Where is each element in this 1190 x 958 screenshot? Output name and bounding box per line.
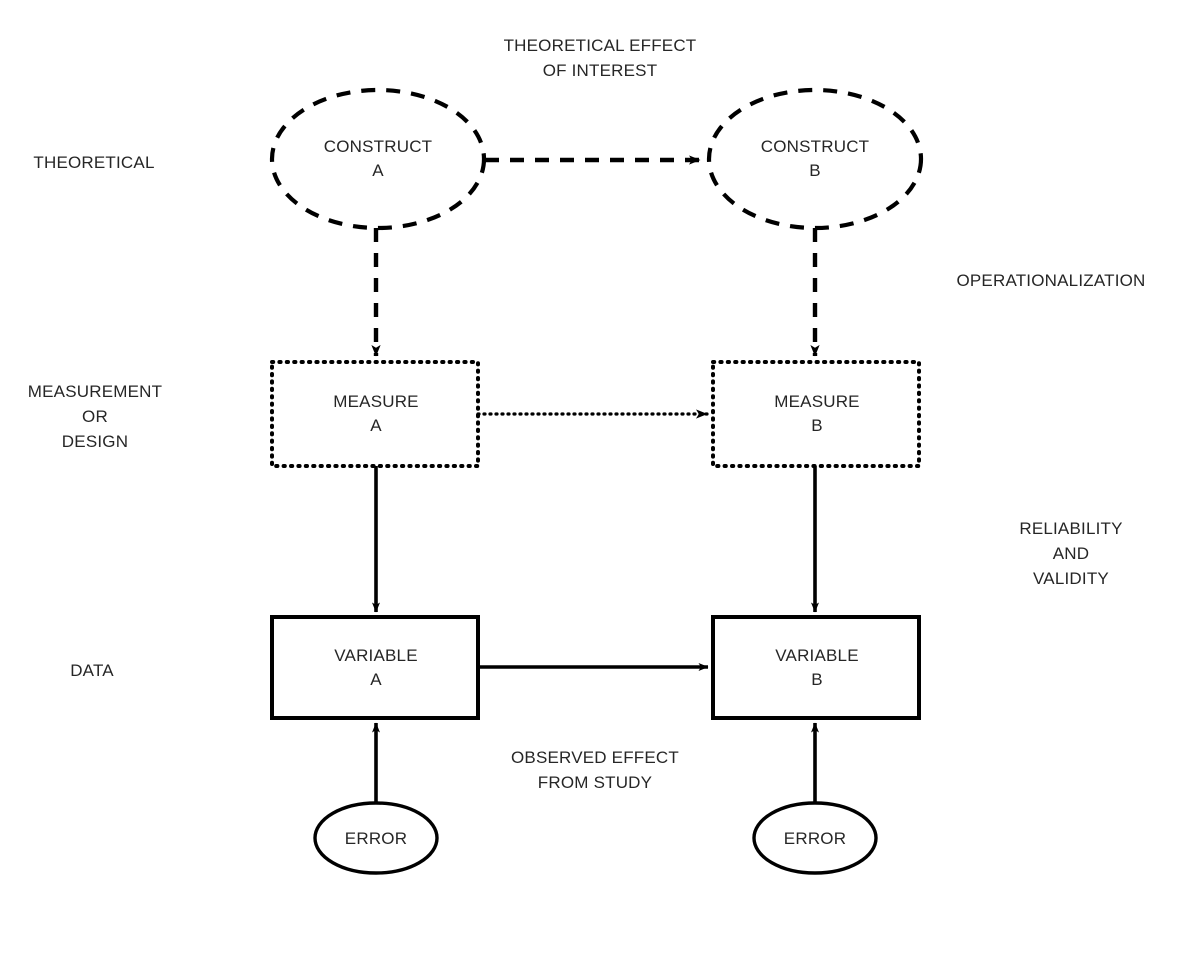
edge-label-observed-effect-from-study: OBSERVED EFFECT FROM STUDY — [511, 748, 679, 792]
measure-b-node[interactable] — [713, 362, 919, 466]
side-label-operationalization: OPERATIONALIZATION — [956, 271, 1146, 290]
row-label-data: DATA — [70, 661, 114, 680]
measure-a-node[interactable] — [272, 362, 478, 466]
variable-a-node[interactable] — [272, 617, 478, 718]
error-a-node[interactable] — [315, 803, 437, 873]
variable-b-node[interactable] — [713, 617, 919, 718]
error-b-node[interactable] — [754, 803, 876, 873]
row-label-theoretical: THEORETICAL — [33, 153, 155, 172]
construct-a-node[interactable] — [272, 90, 484, 228]
construct-b-node[interactable] — [709, 90, 921, 228]
variable-b-shape[interactable] — [711, 615, 921, 720]
side-label-reliability-and-validity: RELIABILITY AND VALIDITY — [1019, 519, 1123, 588]
row-label-measurement-or-design: MEASUREMENT OR DESIGN — [27, 382, 163, 451]
edge-label-theoretical-effect-of-interest: THEORETICAL EFFECT OF INTEREST — [503, 36, 697, 80]
